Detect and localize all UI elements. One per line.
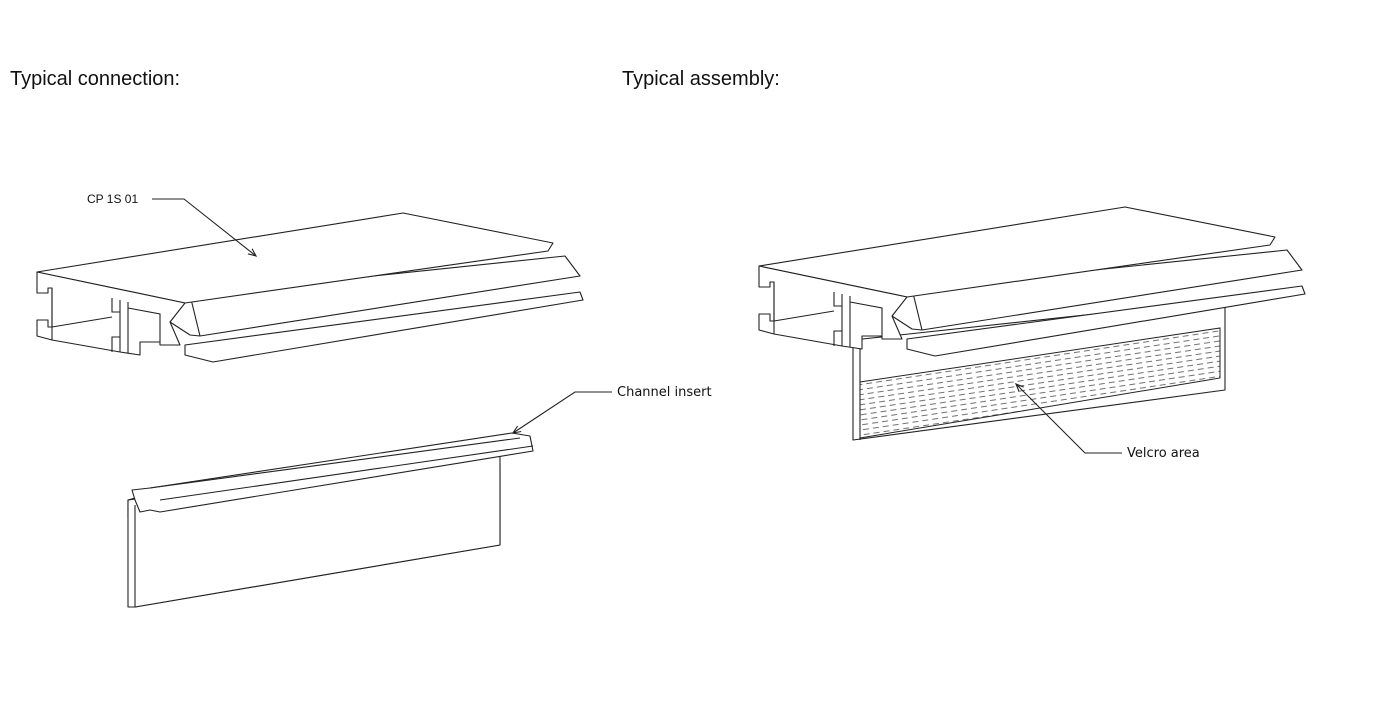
typical-assembly-heading: Typical assembly:: [622, 68, 780, 90]
typical-connection-heading: Typical connection:: [10, 68, 181, 90]
callout-channel-insert: Channel insert: [513, 385, 712, 433]
callout-channel-insert-label: Channel insert: [617, 385, 712, 400]
profile-cp1s01-left: [36, 212, 584, 363]
channel-insert: [127, 432, 534, 608]
callout-profile-label: CP 1S 01: [87, 192, 138, 206]
callout-velcro-label: Velcro area: [1127, 446, 1200, 461]
velcro-area: [859, 327, 1221, 439]
callout-velcro: Velcro area: [1016, 384, 1200, 461]
callout-profile: CP 1S 01: [87, 192, 256, 256]
